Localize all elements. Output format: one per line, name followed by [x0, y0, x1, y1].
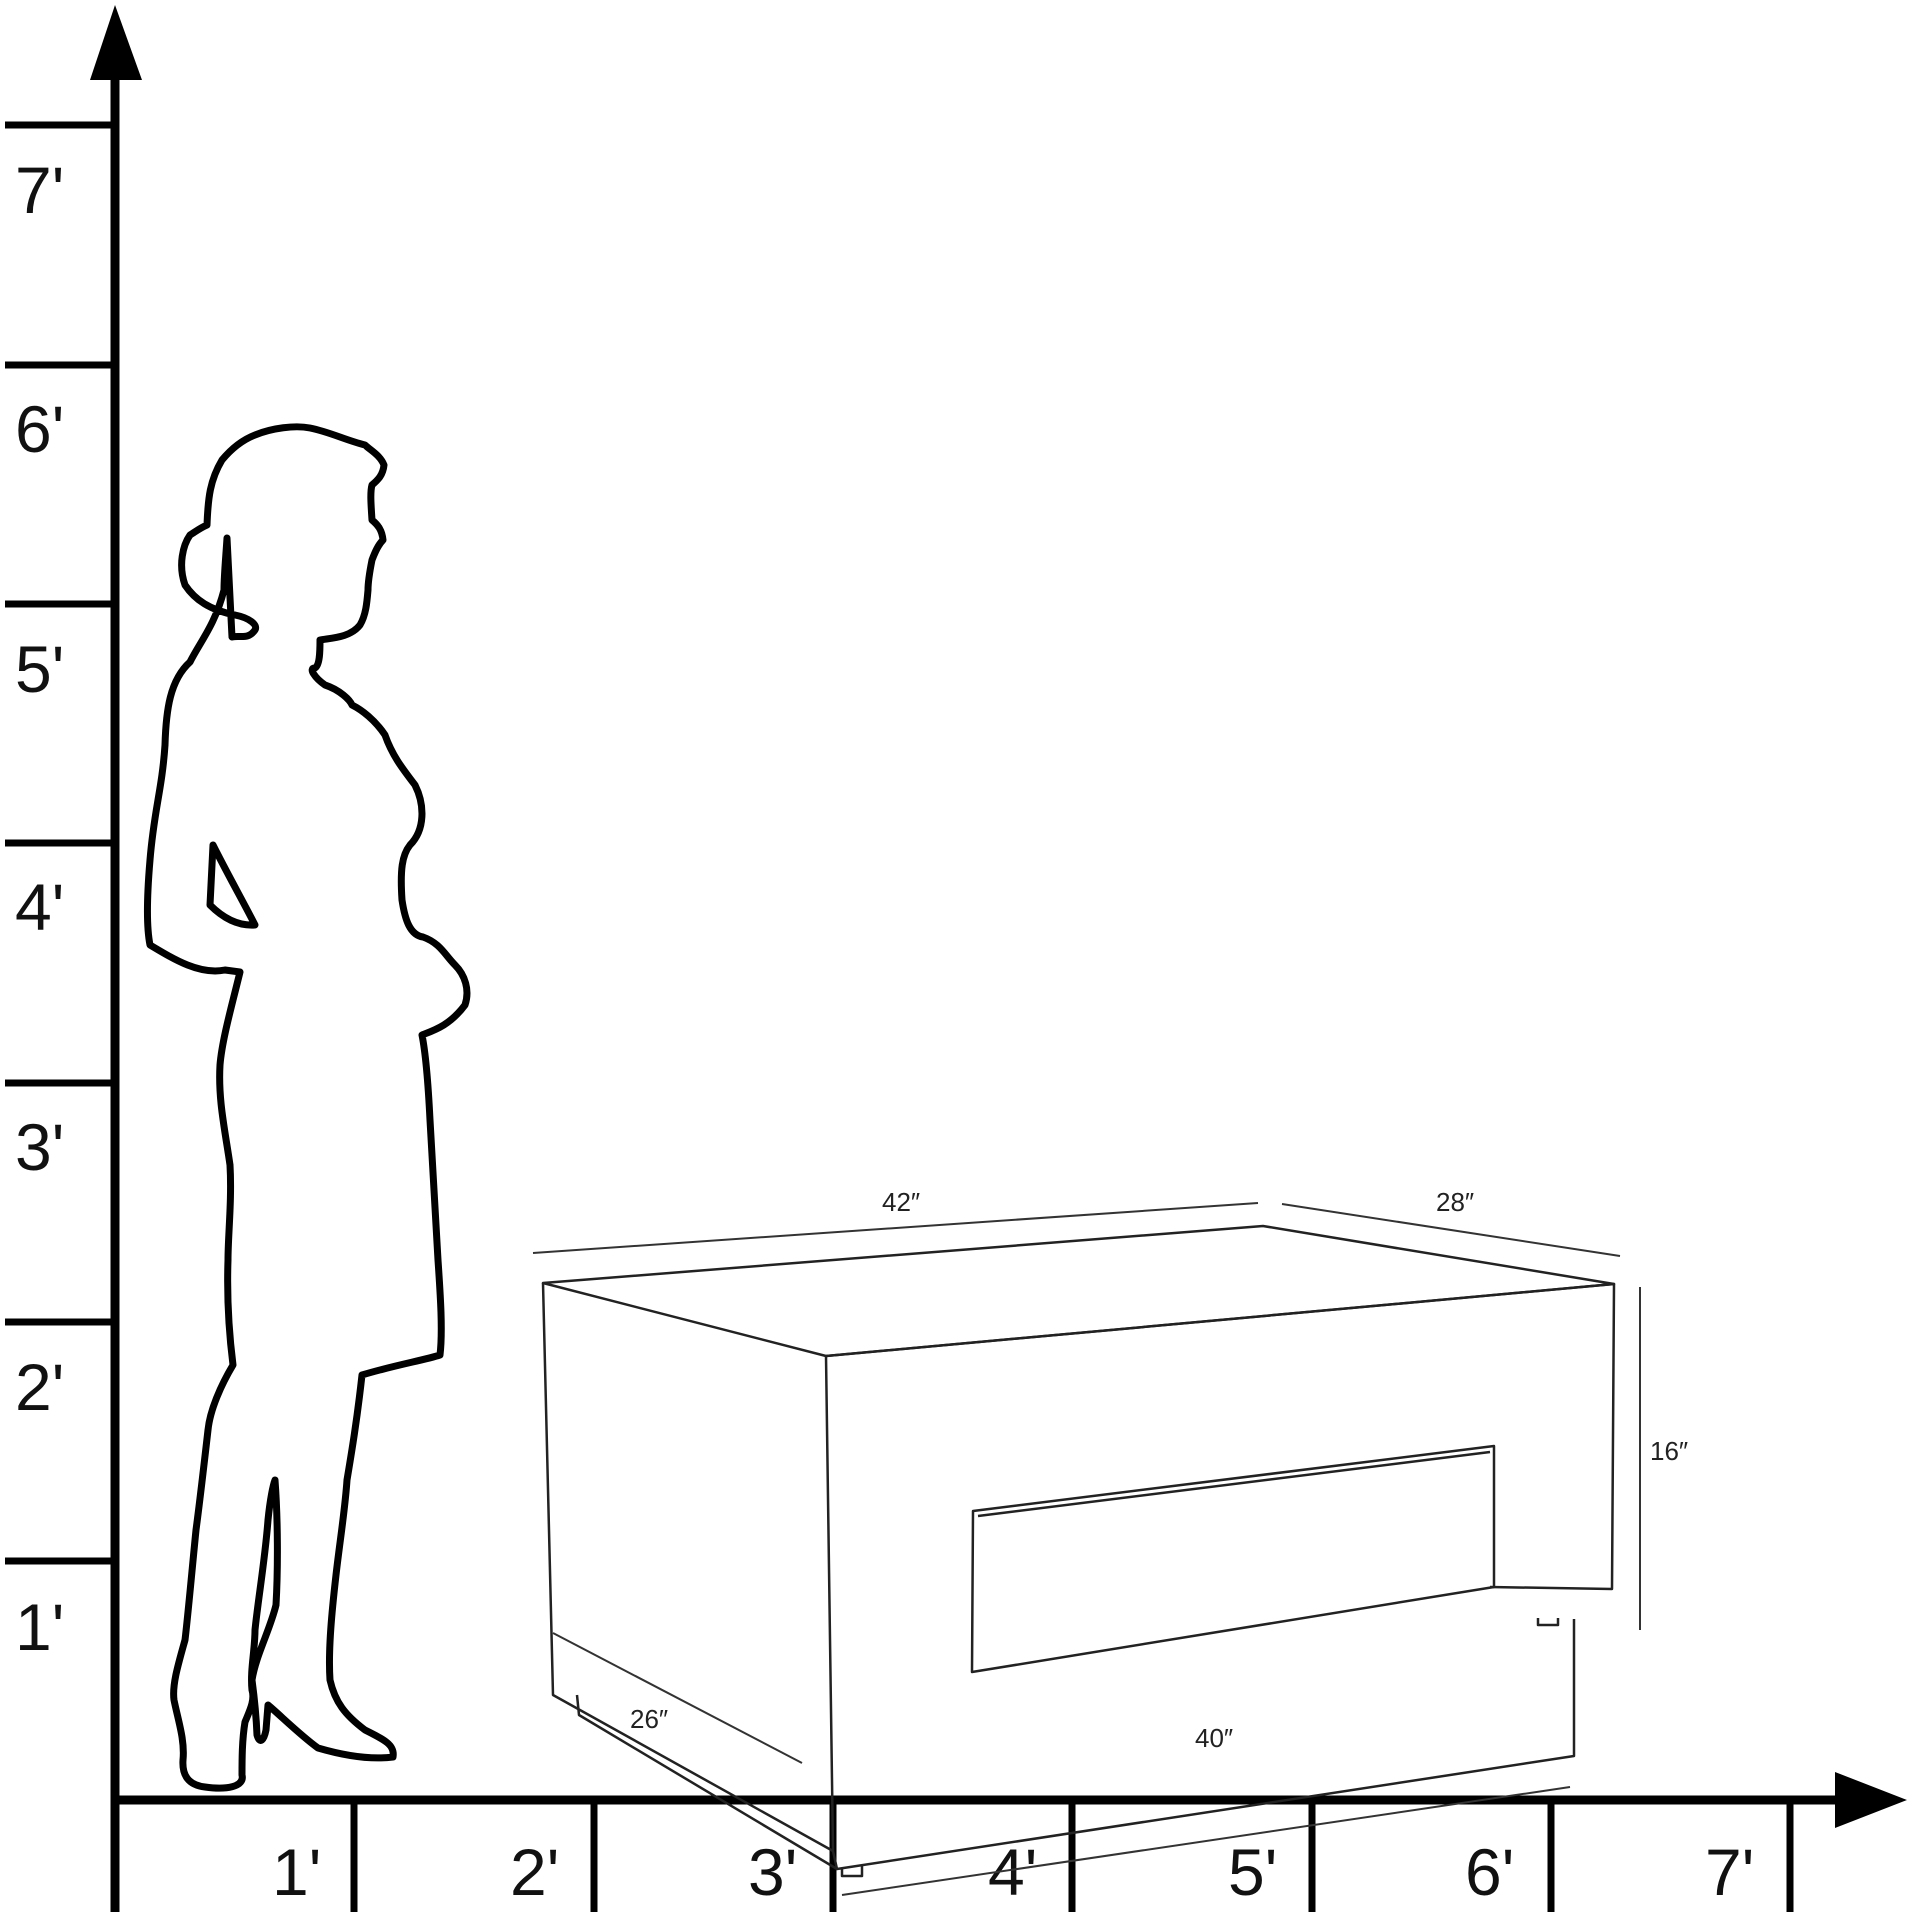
x-tick-label-2: 2' [510, 1835, 559, 1909]
woman-silhouette-icon [143, 423, 471, 1792]
x-tick-label-7: 7' [1705, 1835, 1754, 1909]
y-tick-label-1: 1' [15, 1590, 64, 1664]
table-foot-front [840, 1866, 864, 1878]
dim-label-top-length: 42″ [882, 1187, 920, 1217]
table-front-face [825, 1282, 1616, 1591]
y-tick-label-2: 2' [15, 1350, 64, 1424]
x-tick-label-3: 3' [748, 1835, 797, 1909]
y-tick-label-7: 7' [15, 153, 64, 227]
dim-line-base-length [841, 1786, 1571, 1896]
x-tick-label-1: 1' [272, 1835, 321, 1909]
table-foot-right [1536, 1618, 1560, 1627]
table-plinth-base [575, 1619, 1576, 1871]
y-tick-label-3: 3' [15, 1110, 64, 1184]
x-tick-label-5: 5' [1228, 1835, 1277, 1909]
dim-label-height: 16″ [1650, 1436, 1688, 1466]
x-tick-label-6: 6' [1465, 1835, 1514, 1909]
y-axis-arrow-icon [90, 5, 142, 80]
table-left-face [541, 1282, 835, 1853]
drawer-top-edge [977, 1450, 1491, 1518]
dim-line-base-depth [552, 1632, 803, 1764]
x-axis-arrow-icon [1835, 1772, 1907, 1828]
coffee-table-drawing [541, 1224, 1616, 1878]
table-drawer [970, 1444, 1496, 1674]
y-axis: 1' 2' 3' 4' 5' 6' 7' [5, 5, 142, 1912]
table-top-face [541, 1224, 1616, 1358]
dimension-lines [532, 1202, 1641, 1896]
dim-line-top-depth [1281, 1203, 1621, 1257]
dim-line-top-length [532, 1202, 1259, 1254]
y-tick-label-4: 4' [15, 870, 64, 944]
dim-label-base-length: 40″ [1195, 1723, 1233, 1753]
plinth-corner-edge [831, 1850, 839, 1870]
dim-label-base-depth: 26″ [630, 1704, 668, 1734]
y-tick-label-6: 6' [15, 392, 64, 466]
dim-label-top-depth: 28″ [1436, 1187, 1474, 1217]
dimension-labels: 42″ 28″ 16″ 26″ 40″ [630, 1187, 1688, 1753]
y-tick-label-5: 5' [15, 632, 64, 706]
